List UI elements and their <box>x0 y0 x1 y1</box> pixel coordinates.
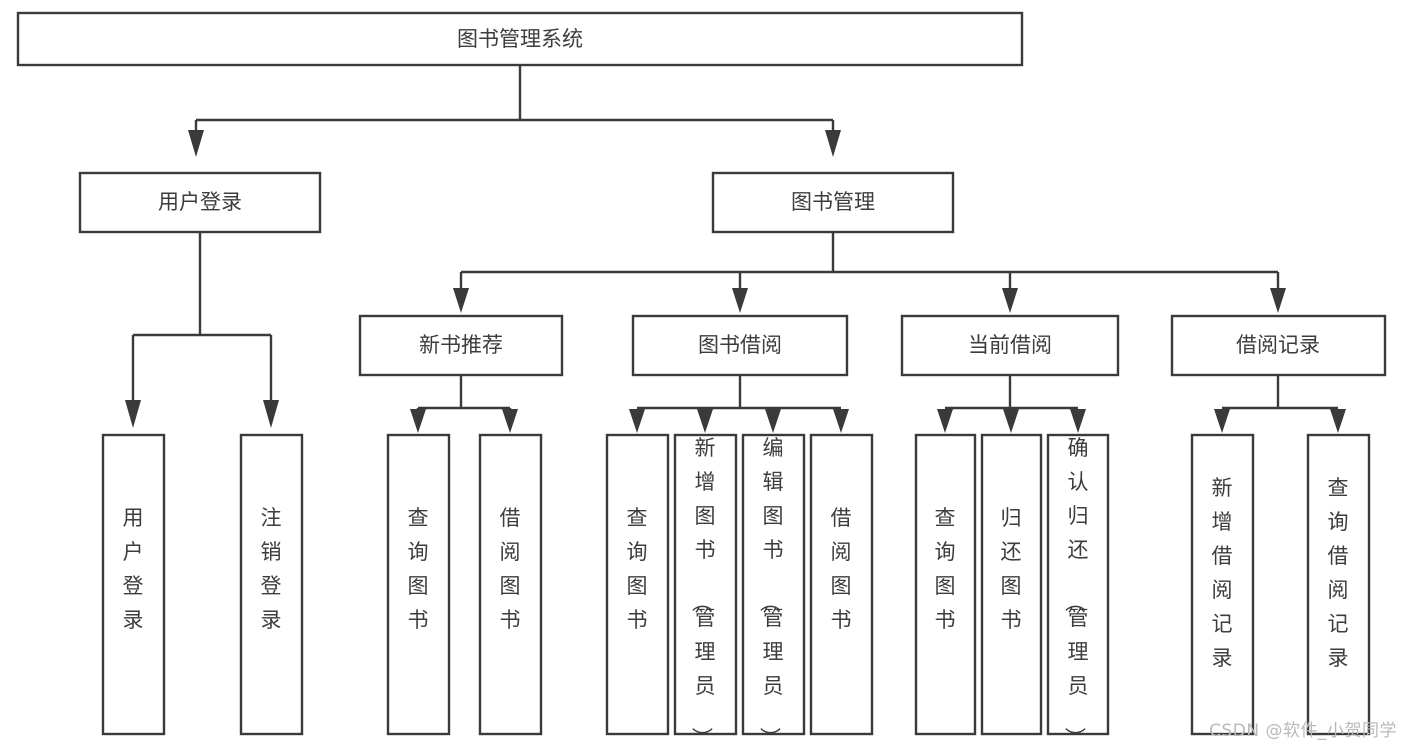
leaf-label-edit-book: 编辑图书（管理员） <box>758 436 784 747</box>
leaf-node[interactable]: 编辑图书（管理员） <box>741 433 806 747</box>
leaf-box-query-borrow-record[interactable] <box>1306 433 1371 736</box>
arrowhead-leaf-logout <box>263 400 279 428</box>
node-book-management[interactable]: 图书管理 <box>711 171 955 234</box>
arrowhead-borrowrecord-leaf-2 <box>1330 409 1346 433</box>
leaf-box-add-book[interactable] <box>673 433 738 736</box>
borrow-record-box[interactable] <box>1170 314 1387 377</box>
leaf-box-confirm-return[interactable] <box>1046 433 1110 736</box>
leaf-label-return-book: 归还图书 <box>1001 506 1022 632</box>
root-box[interactable] <box>16 11 1024 67</box>
root-label: 图书管理系统 <box>457 27 583 51</box>
leaf-box-return-book[interactable] <box>980 433 1043 736</box>
leaf-label-confirm-return: 确认归还（管理员） <box>1063 436 1089 747</box>
new-book-recommend-box[interactable] <box>358 314 564 377</box>
leaf-label-borrow-book-2: 借阅图书 <box>831 506 852 632</box>
leaf-node[interactable]: 查询图书 <box>605 433 670 736</box>
arrowhead-to-current-borrow <box>1002 288 1018 313</box>
arrowhead-bookborrow-leaf-4 <box>833 409 849 433</box>
leaf-label-add-borrow-record: 新增借阅记录 <box>1212 476 1233 670</box>
new-book-recommend-label: 新书推荐 <box>419 333 503 357</box>
current-borrow-box[interactable] <box>900 314 1120 377</box>
leaf-box-query-book-1[interactable] <box>386 433 451 736</box>
arrowhead-bookborrow-leaf-3 <box>765 409 781 433</box>
arrowhead-newbook-leaf-2 <box>502 409 518 433</box>
arrowhead-currentborrow-leaf-1 <box>937 409 953 433</box>
arrowhead-to-book-borrow <box>732 288 748 313</box>
leaf-node[interactable]: 借阅图书 <box>478 433 543 736</box>
leaf-box-logout[interactable] <box>239 433 304 736</box>
leaf-label-user-login: 用户登录 <box>123 506 144 632</box>
arrowhead-borrowrecord-leaf-1 <box>1214 409 1230 433</box>
node-book-borrow[interactable]: 图书借阅 <box>631 314 849 377</box>
user-login-label: 用户登录 <box>158 190 242 214</box>
current-borrow-label: 当前借阅 <box>968 333 1052 357</box>
leaf-label-borrow-book-1: 借阅图书 <box>500 506 521 632</box>
arrowhead-to-new-book-rec <box>453 288 469 313</box>
leaf-label-query-book-1: 查询图书 <box>408 506 429 632</box>
csdn-watermark: CSDN @软件_小贺同学 <box>1209 721 1397 741</box>
node-user-login[interactable]: 用户登录 <box>78 171 322 234</box>
leaf-box-borrow-book-1[interactable] <box>478 433 543 736</box>
leaf-node[interactable]: 查询借阅记录 <box>1306 433 1371 736</box>
borrow-record-label: 借阅记录 <box>1236 333 1320 357</box>
arrowhead-bookborrow-leaf-1 <box>629 409 645 433</box>
leaf-node[interactable]: 借阅图书 <box>809 433 874 736</box>
arrowhead-to-user-login <box>188 130 204 157</box>
arrowhead-newbook-leaf-1 <box>410 409 426 433</box>
node-borrow-record[interactable]: 借阅记录 <box>1170 314 1387 377</box>
leaf-node[interactable]: 新增借阅记录 <box>1190 433 1255 736</box>
arrowhead-to-book-mgmt <box>825 130 841 157</box>
leaf-node[interactable]: 归还图书 <box>980 433 1043 736</box>
node-new-book-recommend[interactable]: 新书推荐 <box>358 314 564 377</box>
leaf-box-borrow-book-2[interactable] <box>809 433 874 736</box>
leaf-label-add-book: 新增图书（管理员） <box>690 436 716 747</box>
leaf-node[interactable]: 用户登录 <box>101 433 166 736</box>
arrowhead-bookborrow-leaf-2 <box>697 409 713 433</box>
leaf-label-query-book-3: 查询图书 <box>935 506 956 632</box>
leaf-label-query-book-2: 查询图书 <box>627 506 648 632</box>
node-root[interactable]: 图书管理系统 <box>16 11 1024 67</box>
leaf-node[interactable]: 新增图书（管理员） <box>673 433 738 747</box>
book-borrow-box[interactable] <box>631 314 849 377</box>
leaf-node[interactable]: 确认归还（管理员） <box>1046 433 1110 747</box>
leaf-label-query-borrow-record: 查询借阅记录 <box>1328 476 1349 670</box>
book-management-label: 图书管理 <box>791 190 875 214</box>
leaf-box-query-book-2[interactable] <box>605 433 670 736</box>
book-management-box[interactable] <box>711 171 955 234</box>
leaf-box-edit-book[interactable] <box>741 433 806 736</box>
leaf-label-logout: 注销登录 <box>261 506 282 632</box>
book-borrow-label: 图书借阅 <box>698 333 782 357</box>
arrowhead-leaf-user-login <box>125 400 141 428</box>
arrowhead-currentborrow-leaf-2 <box>1003 409 1019 433</box>
arrowhead-to-borrow-record <box>1270 288 1286 313</box>
leaf-node[interactable]: 查询图书 <box>386 433 451 736</box>
node-current-borrow[interactable]: 当前借阅 <box>900 314 1120 377</box>
leaf-box-add-borrow-record[interactable] <box>1190 433 1255 736</box>
leaf-node[interactable]: 查询图书 <box>914 433 977 736</box>
arrowhead-currentborrow-leaf-3 <box>1070 409 1086 433</box>
leaf-box-user-login[interactable] <box>101 433 166 736</box>
leaf-box-query-book-3[interactable] <box>914 433 977 736</box>
leaf-node[interactable]: 注销登录 <box>239 433 304 736</box>
